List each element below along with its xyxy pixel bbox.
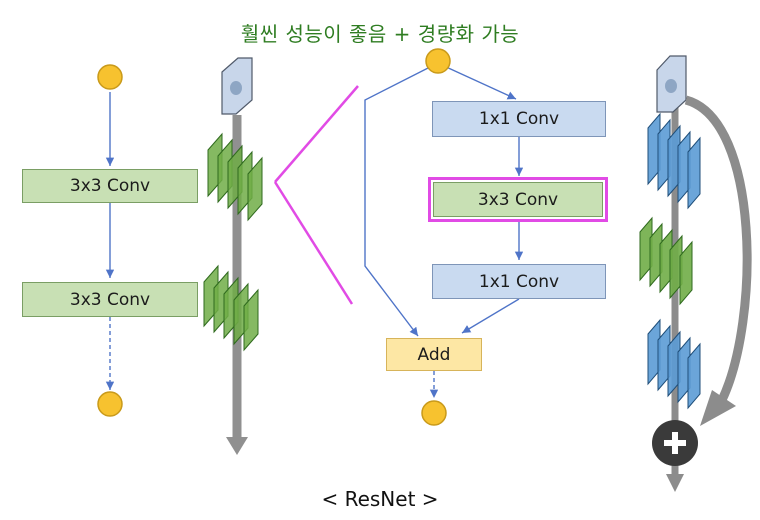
- add-box: Add: [386, 338, 482, 371]
- bottleneck-output-node: [421, 400, 447, 426]
- zoom-lines: [273, 85, 359, 305]
- left-stack: [203, 57, 263, 455]
- left-conv2-box: 3x3 Conv: [22, 282, 198, 317]
- left-output-node: [97, 391, 123, 417]
- right-stack: [639, 55, 752, 492]
- diagram-title: 훨씬 성능이 좋음 + 경량화 가능: [240, 22, 520, 46]
- bottleneck-input-node: [425, 48, 451, 74]
- bottleneck-1x1-conv-top: 1x1 Conv: [432, 101, 606, 137]
- bottleneck-3x3-conv: 3x3 Conv: [428, 177, 608, 222]
- left-input-node: [97, 64, 123, 90]
- left-conv1-box: 3x3 Conv: [22, 169, 198, 203]
- diagram-caption: < ResNet >: [321, 487, 439, 511]
- bottleneck-arrows: [364, 65, 524, 398]
- bottleneck-1x1-conv-bottom: 1x1 Conv: [432, 264, 606, 299]
